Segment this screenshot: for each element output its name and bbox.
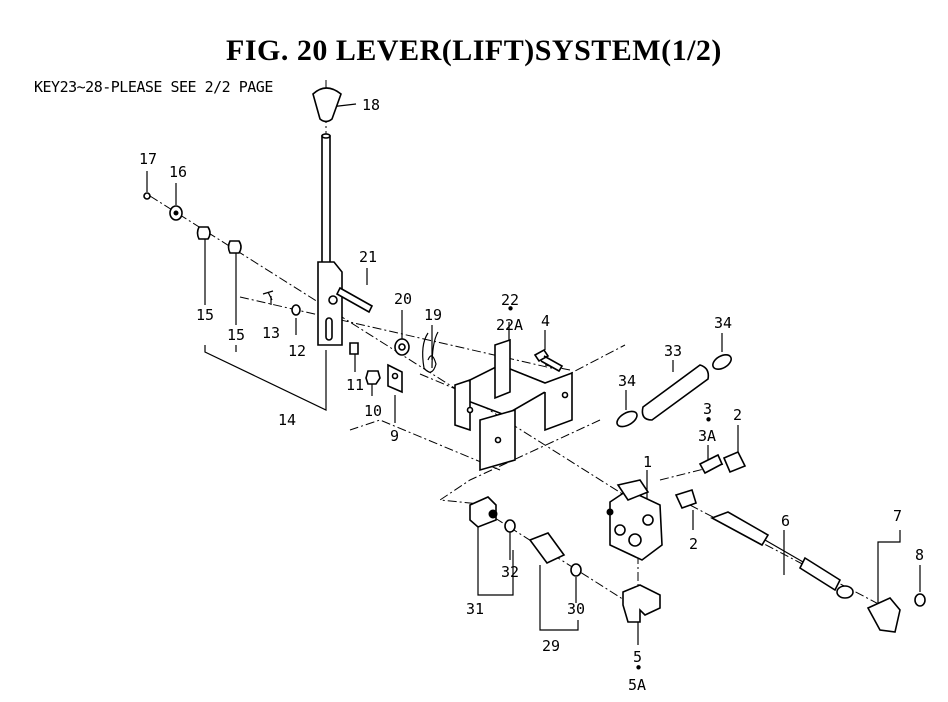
- callout-34b: 34: [714, 314, 732, 332]
- callout-5-bullet: •: [634, 659, 643, 677]
- callout-22-bullet: •: [506, 300, 515, 318]
- leader-lines: [146, 103, 921, 645]
- callout-6: 6: [781, 512, 790, 530]
- figure-title: FIG. 20 LEVER(LIFT)SYSTEM(1/2): [226, 34, 722, 67]
- spring-19: [422, 331, 439, 373]
- callout-7: 7: [893, 507, 902, 525]
- washer-20-hole: [398, 343, 406, 351]
- callout-2b: 2: [689, 535, 698, 553]
- control-valve-1: [606, 479, 663, 561]
- callout-15a: 15: [196, 306, 214, 324]
- callout-16: 16: [169, 163, 187, 181]
- elbow-2a: [722, 450, 747, 474]
- o-ring-32: [504, 519, 516, 533]
- o-ring-8: [914, 593, 926, 607]
- callout-2a: 2: [733, 406, 742, 424]
- clamp-34a: [616, 410, 638, 428]
- callout-8: 8: [915, 546, 924, 564]
- callout-9: 9: [390, 427, 399, 445]
- lever-rod: [321, 135, 331, 265]
- hose-33: [641, 364, 710, 421]
- clip-17: [143, 192, 151, 200]
- callout-4: 4: [541, 312, 550, 330]
- elbow-2b: [674, 488, 697, 509]
- callout-labels: 18 17 16 21 22 • 22A 4 20 19 15 15 13 12…: [139, 96, 924, 694]
- key-reference-note: KEY23~28-PLEASE SEE 2/2 PAGE: [34, 78, 273, 96]
- fitting-31: [469, 496, 497, 528]
- pin-21: [335, 286, 374, 314]
- callout-13: 13: [262, 324, 280, 342]
- assembly-centerlines: [149, 80, 891, 611]
- callout-20: 20: [394, 290, 412, 308]
- bolt-4: [533, 348, 564, 373]
- callout-14: 14: [278, 411, 296, 429]
- mounting-bracket-22: [454, 338, 573, 472]
- callout-12: 12: [288, 342, 306, 360]
- washer-12: [291, 304, 301, 316]
- lever-knob: [312, 87, 342, 123]
- lever-rod-end: [321, 133, 331, 139]
- callout-5a: 5A: [628, 676, 646, 694]
- callout-19: 19: [424, 306, 442, 324]
- tee-fitting-5: [622, 584, 661, 623]
- callout-10: 10: [364, 402, 382, 420]
- bushing-15b: [227, 240, 242, 254]
- fitting-31-end: [488, 509, 498, 519]
- callout-34a: 34: [618, 372, 636, 390]
- callout-11: 11: [346, 376, 364, 394]
- callout-3-bullet: •: [704, 411, 713, 429]
- lever-plate-slot: [325, 317, 333, 341]
- callout-3: 3: [703, 400, 712, 418]
- bushing-15a: [196, 226, 211, 240]
- callout-1: 1: [643, 453, 652, 471]
- callout-31: 31: [466, 600, 484, 618]
- o-ring-30: [570, 563, 582, 577]
- elbow-7: [866, 597, 901, 633]
- callout-18: 18: [362, 96, 380, 114]
- callout-22a: 22A: [496, 316, 523, 334]
- callout-29: 29: [542, 637, 560, 655]
- fitting-3: [698, 453, 724, 475]
- callout-3a: 3A: [698, 427, 716, 445]
- lever-plate-hole: [328, 295, 338, 305]
- callout-32: 32: [501, 563, 519, 581]
- adapter-29: [528, 532, 566, 565]
- clamp-34b: [712, 353, 732, 371]
- callout-21: 21: [359, 248, 377, 266]
- bracket-9-hole: [391, 372, 399, 380]
- callout-33: 33: [664, 342, 682, 360]
- nut-10: [365, 370, 381, 385]
- callout-17: 17: [139, 150, 157, 168]
- hydraulic-hose-6: [710, 511, 854, 599]
- cotter-pin-13: [262, 290, 274, 301]
- callout-5: 5: [633, 648, 642, 666]
- callout-15b: 15: [227, 326, 245, 344]
- collar-11: [349, 342, 359, 355]
- washer-16-hole: [173, 210, 179, 216]
- callout-22: 22: [501, 291, 519, 309]
- callout-30: 30: [567, 600, 585, 618]
